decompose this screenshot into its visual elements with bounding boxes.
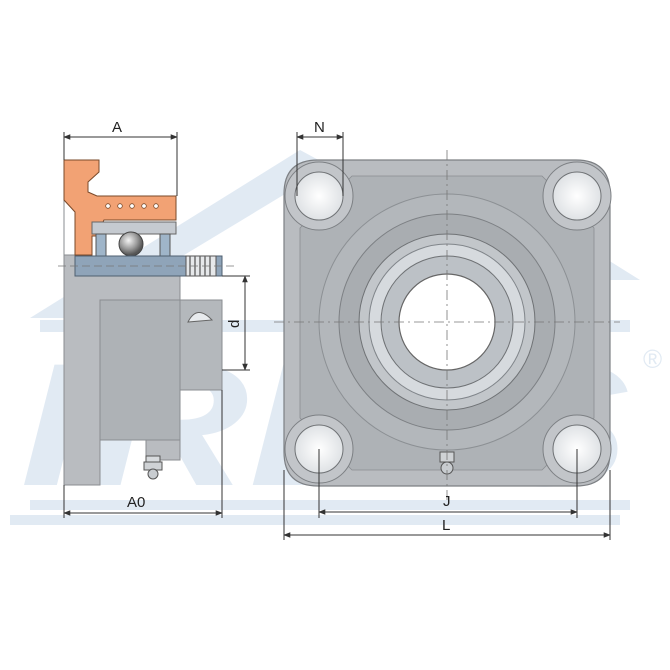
watermark-registered-mark: ® xyxy=(643,344,662,374)
seal-right xyxy=(159,233,171,257)
side-lock-hole xyxy=(187,312,214,323)
front-view xyxy=(274,150,620,500)
bolt-holes xyxy=(294,171,602,474)
dimension-labels: A A0 d N J L xyxy=(112,119,451,534)
bolt-hole xyxy=(294,171,344,221)
seal-left xyxy=(95,233,107,257)
watermark-stripe xyxy=(10,515,620,525)
dim-label-N: N xyxy=(314,119,325,136)
watermark-stripe xyxy=(30,500,630,510)
grease-nipple xyxy=(143,455,163,480)
ball xyxy=(118,231,144,257)
grease-holes xyxy=(105,203,159,209)
bolt-hole xyxy=(552,171,602,221)
dim-label-A: A xyxy=(112,119,122,136)
dimension-lines xyxy=(63,132,611,540)
dim-label-d: d xyxy=(226,320,243,328)
side-view xyxy=(58,159,238,486)
dim-label-J: J xyxy=(443,493,451,510)
side-housing-hub xyxy=(99,299,181,441)
dim-label-L: L xyxy=(442,517,450,534)
dim-label-A0: A0 xyxy=(127,494,145,511)
